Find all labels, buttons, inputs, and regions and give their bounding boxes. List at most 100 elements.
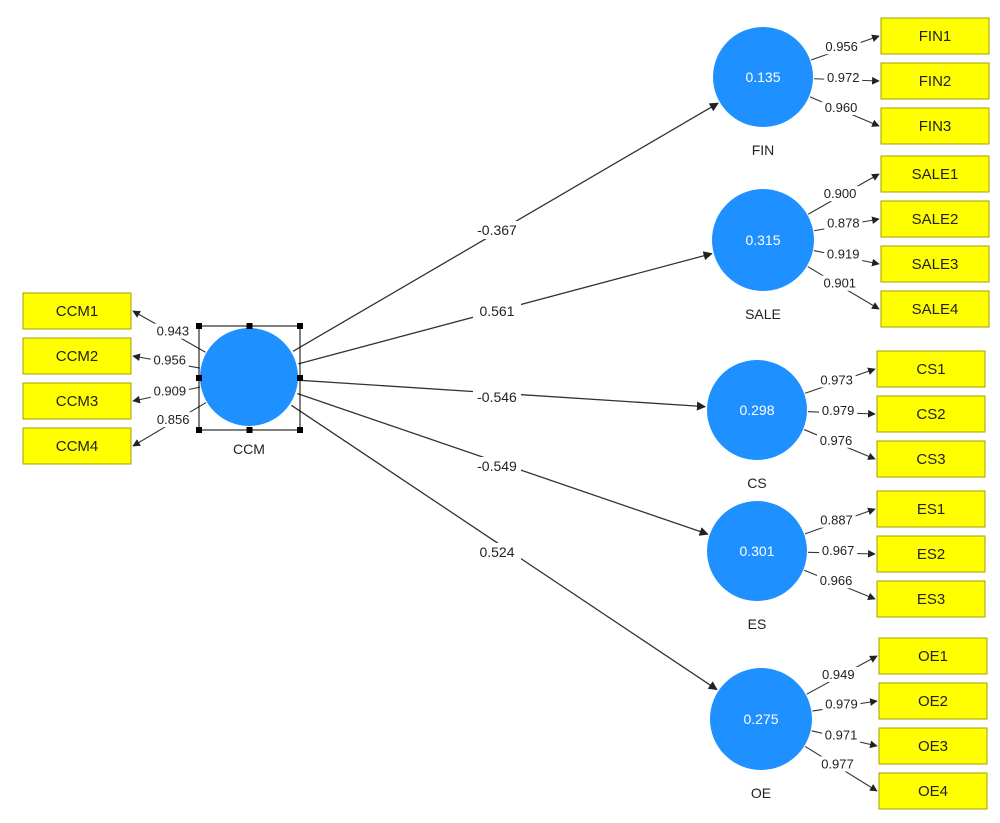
indicator-box-ccm2[interactable] [22,337,132,375]
resize-handle[interactable] [196,375,202,381]
resize-handle[interactable] [246,323,253,329]
indicator-box-sale1[interactable] [880,155,990,193]
indicator-name: SALE3 [912,256,959,273]
shapes-layer: CCM1CCM2CCM3CCM4FIN1FIN2FIN3SALE1SALE2SA… [22,17,990,810]
loading-label: 0.972 [827,70,860,85]
loading-label: 0.976 [820,433,853,448]
loading-label-bg [824,69,863,85]
indicator-box-fin1[interactable] [880,17,990,55]
resize-handle[interactable] [246,427,253,433]
indicator-box-es2[interactable] [876,535,986,573]
indicator-box-sale2[interactable] [880,200,990,238]
indicator-name: CS3 [916,451,945,468]
loading-label-bg [819,543,858,559]
loading-label: 0.949 [822,667,855,682]
latent-name: OE [751,785,771,801]
resize-handle[interactable] [297,427,303,433]
latent-circle-cs[interactable] [707,360,807,460]
indicator-name: CS1 [916,361,945,378]
loading-label: 0.943 [157,324,190,339]
indicator-name: SALE4 [912,301,959,318]
indicator-name: CCM4 [56,438,99,455]
latent-name: FIN [752,142,775,158]
latent-name: ES [748,616,767,632]
latent-circle-es[interactable] [707,501,807,601]
loading-label: 0.956 [153,353,186,368]
latent-name: CS [747,475,766,491]
latent-circle-sale[interactable] [712,189,814,291]
indicator-box-es3[interactable] [876,580,986,618]
selection-box[interactable] [196,323,303,433]
latent-name: CCM [233,441,265,457]
indicator-name: CCM1 [56,303,99,320]
indicator-name: SALE1 [912,166,959,183]
indicator-name: OE2 [918,693,948,710]
indicator-name: OE1 [918,648,948,665]
loading-label-bg [820,275,859,291]
loading-label: 0.979 [825,697,858,712]
loading-label: 0.909 [154,383,187,398]
indicator-box-es1[interactable] [876,490,986,528]
indicator-box-cs2[interactable] [876,395,986,433]
indicator-name: FIN1 [919,28,952,45]
indicator-box-oe2[interactable] [878,682,988,720]
indicator-name: CS2 [916,406,945,423]
indicator-name: ES3 [917,591,945,608]
path-coefficient-label: 0.524 [479,544,514,560]
path-label-bg [473,388,521,406]
indicator-box-ccm3[interactable] [22,382,132,420]
path-label-bg [473,221,521,239]
indicator-box-ccm1[interactable] [22,292,132,330]
loading-label-bg [822,39,861,55]
indicator-name: SALE2 [912,211,959,228]
loading-label: 0.979 [822,403,855,418]
loading-label-bg [150,383,189,399]
indicator-box-oe3[interactable] [878,727,988,765]
indicator-name: ES2 [917,546,945,563]
loading-label-bg [154,412,193,428]
latent-r2-value: 0.298 [739,402,774,418]
loading-label-bg [817,432,856,448]
latent-circle-oe[interactable] [710,668,812,770]
loading-label: 0.900 [824,186,857,201]
path-coefficient-label: -0.367 [477,222,517,238]
path-coefficient-label: -0.549 [477,458,517,474]
resize-handle[interactable] [297,323,303,329]
indicator-box-fin2[interactable] [880,62,990,100]
loading-label-bg [817,372,856,388]
resize-handle[interactable] [297,375,303,381]
indicator-box-cs3[interactable] [876,440,986,478]
loading-label-bg [822,727,861,743]
indicator-box-oe4[interactable] [878,772,988,810]
indicator-box-sale3[interactable] [880,245,990,283]
loading-label-bg [817,573,856,589]
loading-label-bg [824,215,863,231]
latent-name: SALE [745,306,781,322]
indicator-box-sale4[interactable] [880,290,990,328]
loading-label: 0.960 [825,100,858,115]
indicator-box-fin3[interactable] [880,107,990,145]
latent-circle-fin[interactable] [713,27,813,127]
loading-label: 0.967 [822,543,855,558]
loading-label: 0.919 [827,247,860,262]
labels-layer: -0.367 0.561 -0.546 -0.549 0.524 0.943 0.956 0.… [150,39,863,772]
latent-circle-ccm[interactable] [200,328,298,426]
indicator-box-ccm4[interactable] [22,427,132,465]
indicator-box-oe1[interactable] [878,637,988,675]
loading-label: 0.887 [820,513,853,528]
loading-label: 0.966 [820,573,853,588]
latent-r2-value: 0.135 [745,69,780,85]
path-label-bg [473,302,521,320]
loading-label-bg [819,667,858,683]
loading-label-bg [817,512,856,528]
indicator-name: FIN3 [919,118,952,135]
path-coefficient-label: 0.561 [479,303,514,319]
indicator-name: CCM2 [56,348,99,365]
loading-label-bg [821,186,860,202]
indicator-box-cs1[interactable] [876,350,986,388]
path-coefficient-label: -0.546 [477,389,517,405]
indicator-name: FIN2 [919,73,952,90]
resize-handle[interactable] [196,427,202,433]
loading-label: 0.971 [825,728,858,743]
resize-handle[interactable] [196,323,202,329]
